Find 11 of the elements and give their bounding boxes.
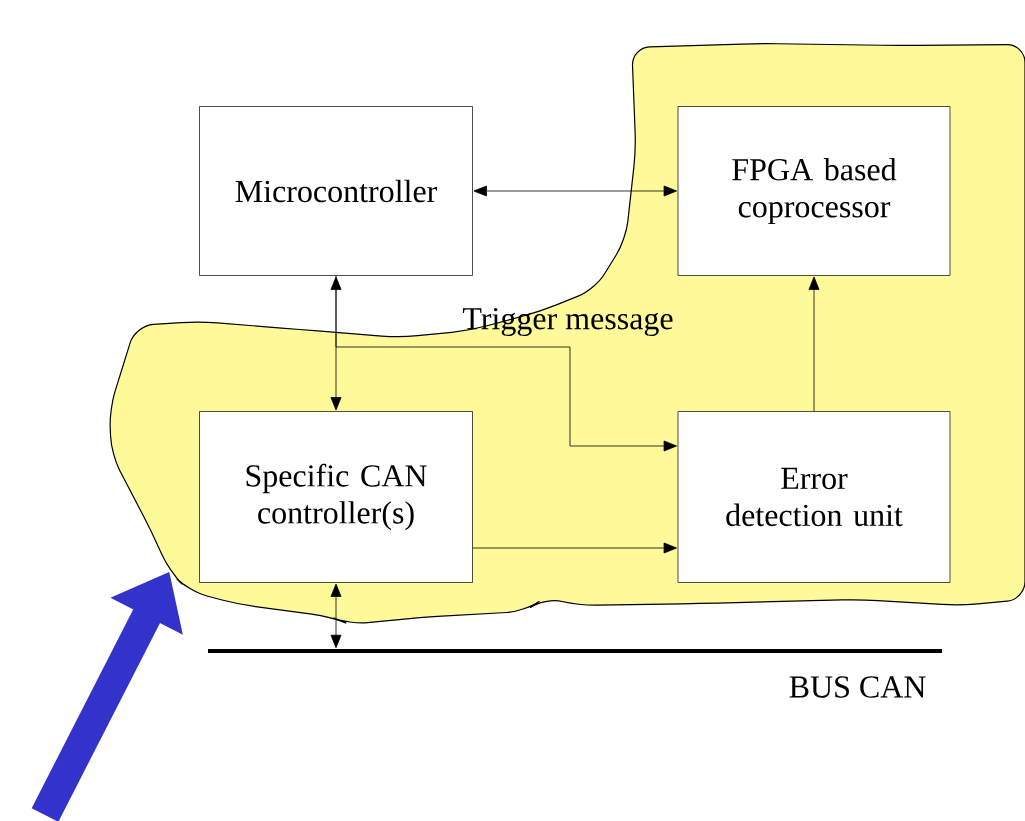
arrow [473,185,677,197]
block-box: Error detection unit [677,411,951,583]
block-box: Specific CAN controller(s) [199,411,473,583]
arrow [330,276,342,411]
bus-label: BUS CAN [789,676,926,698]
arrow [330,583,342,649]
block-box: FPGA based coprocessor [677,106,951,276]
arrow [808,276,820,412]
arrow [335,275,677,452]
arrow [472,542,677,554]
block-box: Microcontroller [199,106,473,276]
